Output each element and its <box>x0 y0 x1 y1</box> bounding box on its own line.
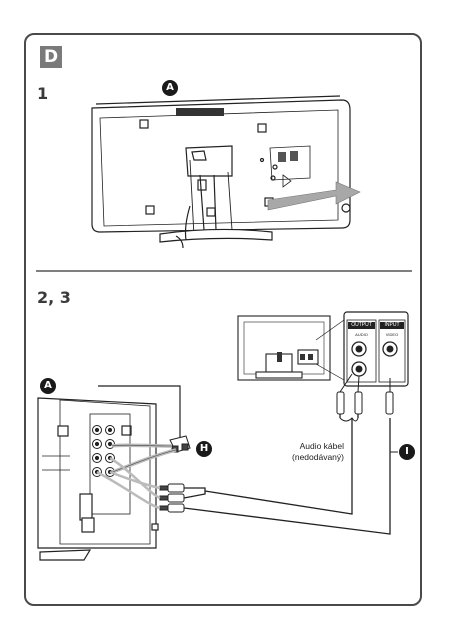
tv-audio-plugs <box>336 373 363 422</box>
callout-a-bottom: A <box>40 378 56 394</box>
adapter-h-lead <box>98 385 181 440</box>
callout-a-top: A <box>162 80 178 96</box>
callout-i: I <box>399 444 415 460</box>
video-jack-label: VIDEO <box>385 332 399 337</box>
input-label: INPUT <box>380 322 404 329</box>
tv-rear <box>237 315 345 381</box>
section-letter-box: D <box>40 46 62 68</box>
unit-rear-bottom <box>37 397 159 561</box>
instruction-frame <box>24 33 422 606</box>
tv-video-plug <box>385 378 394 415</box>
callout-h: H <box>196 441 212 457</box>
step-1-label: 1 <box>37 84 49 103</box>
step-2-3-label: 2, 3 <box>37 288 71 307</box>
slide-direction-arrow <box>267 181 361 211</box>
tv-jacks <box>351 341 398 377</box>
video-cable <box>183 418 391 535</box>
audio-jack-label: AUDIO <box>355 332 368 337</box>
output-label: OUTPUT <box>348 322 375 329</box>
unit-side-plugs <box>159 483 185 513</box>
cable-label: Audio kábel (nedodávaný) <box>268 441 344 463</box>
cable-label-line1: Audio kábel <box>299 441 344 451</box>
audio-cable <box>183 412 359 515</box>
unit-rear-top <box>91 95 351 249</box>
cable-label-line2: (nedodávaný) <box>292 452 344 462</box>
